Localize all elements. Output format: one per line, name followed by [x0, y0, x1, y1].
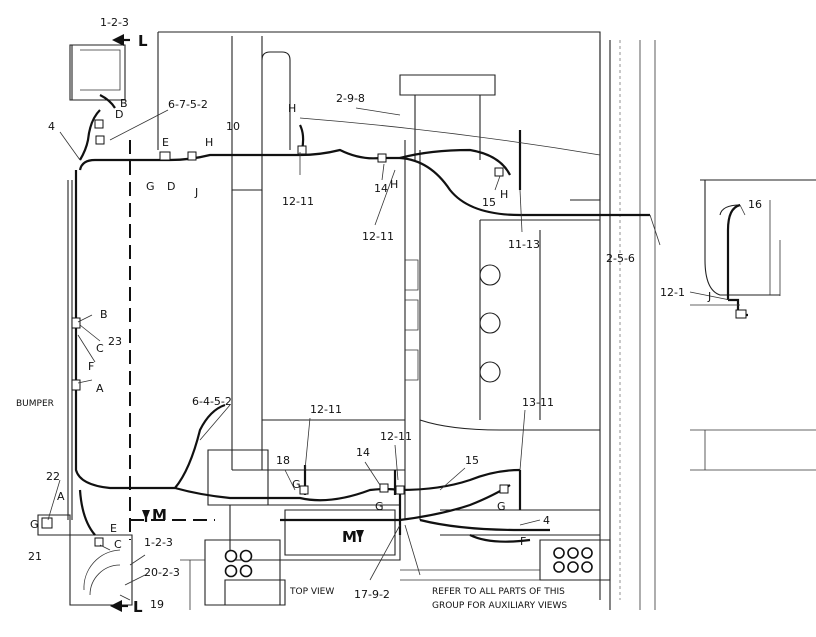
callout-23: 23 [108, 335, 122, 348]
callout-e: E [162, 136, 169, 149]
callout-b-mid: B [100, 308, 108, 321]
callout-16: 16 [748, 198, 762, 211]
connector[interactable] [41, 517, 53, 529]
connector[interactable] [95, 135, 105, 145]
callout-c-mid: C [96, 342, 104, 355]
callout-c-bot: C [114, 538, 122, 551]
connector[interactable] [159, 151, 171, 161]
connector[interactable] [379, 483, 389, 493]
callout-g-left: G [30, 518, 39, 531]
front-bumper-structure [37, 44, 215, 606]
section-marker-l-top: L [138, 32, 148, 50]
leader-lines [47, 107, 746, 601]
chassis-outline [157, 31, 656, 610]
callout-6-4-5-2: 6-4-5-2 [192, 395, 232, 408]
section-arrow-icon [110, 600, 122, 612]
top-view-label: TOP VIEW [289, 587, 334, 597]
callout-f-bot: F [520, 535, 526, 548]
callout-g-top: G [146, 180, 155, 193]
connector[interactable] [299, 485, 309, 495]
callout-d-mid: D [167, 180, 175, 193]
connector[interactable] [71, 317, 81, 329]
callout-d-top: D [115, 108, 123, 121]
callout-h-right: H [390, 178, 398, 191]
connector[interactable] [499, 484, 509, 494]
callout-h-center: H [288, 102, 296, 115]
connector[interactable] [94, 537, 104, 547]
callout-h-far: H [500, 188, 508, 201]
callout-4-top: 4 [48, 120, 55, 133]
callout-12-11-d: 12-11 [380, 430, 412, 443]
connector[interactable] [94, 119, 104, 129]
callout-f-mid: F [88, 360, 94, 373]
connector[interactable] [71, 379, 81, 391]
callout-17-9-2: 17-9-2 [354, 588, 390, 601]
callout-22: 22 [46, 470, 60, 483]
auxiliary-view [690, 179, 816, 471]
wiring-harness [74, 94, 650, 543]
auxiliary-note-line-1: REFER TO ALL PARTS OF THIS [432, 587, 565, 597]
callout-11-13: 11-13 [508, 238, 540, 251]
connector[interactable] [377, 153, 387, 163]
callout-20-2-3: 20-2-3 [144, 566, 180, 579]
callout-12-11-c: 12-11 [310, 403, 342, 416]
callout-a-mid: A [96, 382, 104, 395]
callout-1-2-3-bot: 1-2-3 [144, 536, 173, 549]
section-marker-l-bottom: L [133, 598, 143, 616]
callout-4-bot: 4 [543, 514, 550, 527]
callout-2-5-6: 2-5-6 [606, 252, 635, 265]
callout-g-bot-c: G [497, 500, 506, 513]
callout-15-top: 15 [482, 196, 496, 209]
section-arrow-icon [112, 34, 124, 46]
connector[interactable] [297, 145, 307, 155]
callout-labels: 1-2-3 B D 6-7-5-2 4 E H G D J 10 H 2-9-8… [16, 16, 762, 611]
callout-14-bot: 14 [356, 446, 370, 459]
callout-13-11: 13-11 [522, 396, 554, 409]
callout-2-9-8: 2-9-8 [336, 92, 365, 105]
callout-j-top: J [194, 186, 198, 199]
callout-a-bot: A [57, 490, 65, 503]
section-markers: L L M M [110, 32, 364, 616]
bumper-label: BUMPER [16, 399, 54, 409]
callout-e-bot: E [110, 522, 117, 535]
callout-h-left: H [205, 136, 213, 149]
connector[interactable] [187, 151, 197, 161]
section-marker-m-center: M [342, 528, 357, 546]
callout-21: 21 [28, 550, 42, 563]
connector[interactable] [395, 485, 405, 495]
connector[interactable] [494, 167, 504, 177]
callout-10: 10 [226, 120, 240, 133]
callout-b-top: B [120, 97, 128, 110]
callout-12-1: 12-1 [660, 286, 685, 299]
callout-12-11-b: 12-11 [362, 230, 394, 243]
callout-1-2-3-top: 1-2-3 [100, 16, 129, 29]
callout-19: 19 [150, 598, 164, 611]
callout-6-7-5-2: 6-7-5-2 [168, 98, 208, 111]
callout-12-11-a: 12-11 [282, 195, 314, 208]
callout-14-top: 14 [374, 182, 388, 195]
callout-18: 18 [276, 454, 290, 467]
callout-15-bot: 15 [465, 454, 479, 467]
connectors [41, 119, 509, 547]
callout-g-bot-b: G [375, 500, 384, 513]
section-marker-m-left: M [152, 506, 167, 524]
callout-g-bot-a: G [292, 478, 301, 491]
auxiliary-note-line-2: GROUP FOR AUXILIARY VIEWS [432, 601, 567, 611]
view-notes: TOP VIEW REFER TO ALL PARTS OF THIS GROU… [289, 587, 567, 611]
callout-j-aux: J [707, 290, 711, 303]
